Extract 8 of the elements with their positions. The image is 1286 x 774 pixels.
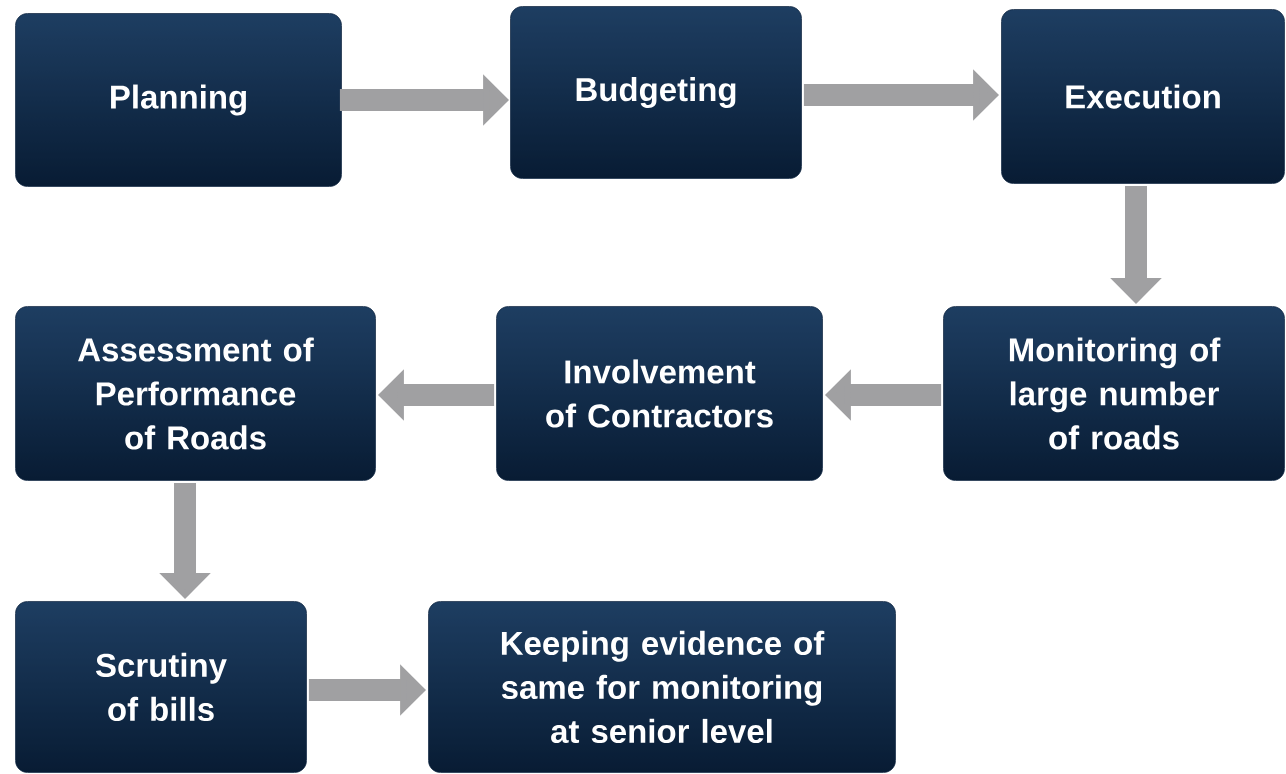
process-box: Keeping evidence of same for monitoring at senior level — [428, 601, 896, 773]
process-box: Scrutiny of bills — [15, 601, 307, 773]
process-box: Monitoring of large number of roads — [943, 306, 1285, 481]
process-box: Planning — [15, 13, 342, 187]
process-box: Budgeting — [510, 6, 802, 179]
process-box: Involvement of Contractors — [496, 306, 823, 481]
process-box: Execution — [1001, 9, 1285, 184]
process-box: Assessment of Performance of Roads — [15, 306, 376, 481]
